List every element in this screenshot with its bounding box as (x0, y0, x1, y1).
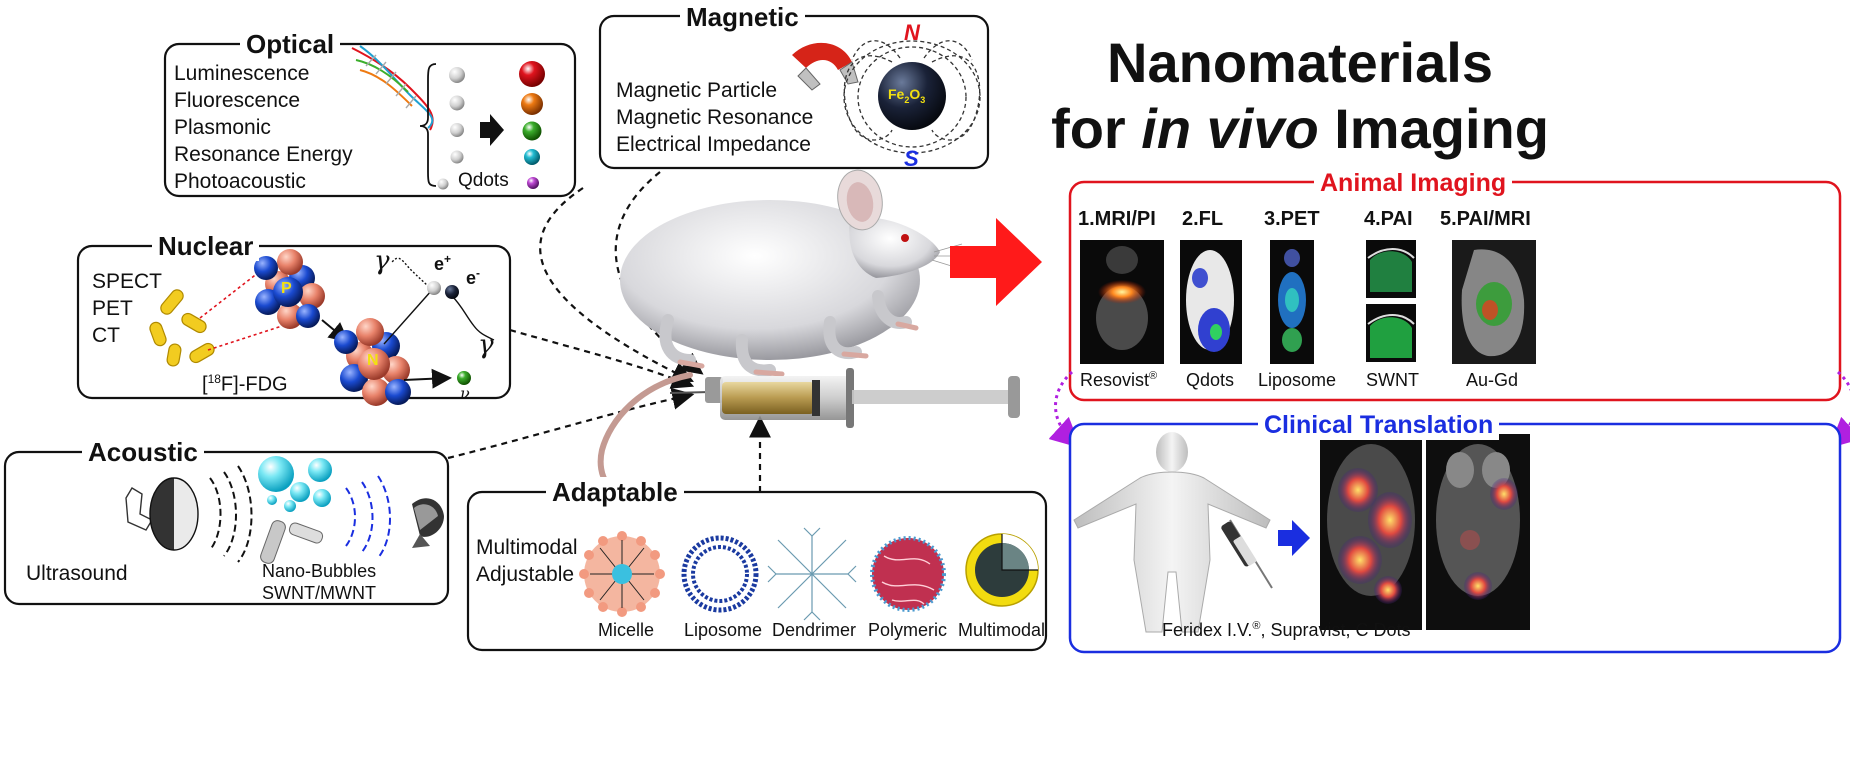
panel-label-3: 3.PET (1264, 208, 1320, 230)
main-title: Nanomaterials for in vivo Imaging (1040, 30, 1560, 162)
human-figure-icon (1073, 432, 1271, 633)
gamma-left: γ (374, 246, 390, 276)
polymeric-icon (870, 536, 946, 612)
fe2o3-label: Fe2O3 (888, 86, 926, 105)
optical-item: Fluorescence (174, 89, 301, 112)
bracket (419, 63, 437, 187)
sound-waves-blue (345, 475, 391, 559)
pellets-icon (149, 289, 215, 367)
optical-item: Plasmonic (174, 116, 271, 139)
ultrasound-probe-icon (125, 477, 199, 551)
nuclear-item: CT (92, 324, 120, 347)
nanotube-icon (260, 520, 324, 564)
panel-label-4: 4.PAI (1364, 208, 1413, 230)
purple-arc-left (1048, 370, 1081, 449)
link-lines (199, 261, 283, 351)
adaptable-desc: Multimodal Adjustable (476, 536, 578, 586)
panel-agent-5: Au-Gd (1466, 370, 1519, 390)
dna-helix-icon (351, 45, 434, 131)
optical-heading: Optical (240, 29, 341, 59)
syringe-illustration (669, 368, 1020, 428)
right-arrow-icon (480, 114, 504, 146)
magnetic-item: Magnetic Particle (616, 79, 778, 102)
acoustic-box (3, 450, 450, 606)
panel-label-2: 2.FL (1182, 208, 1224, 230)
neutrino-label: ν (460, 384, 470, 403)
fdg-label: [18F]-FDG (202, 372, 288, 396)
gamma-right: γ (478, 330, 494, 360)
proton-label: P (281, 280, 292, 297)
panel-agent-3: Liposome (1258, 370, 1337, 390)
positron-emission (383, 257, 495, 345)
title-line2: for in vivo Imaging (1051, 97, 1549, 160)
sound-waves-black (209, 465, 253, 563)
nuclear-item: SPECT (92, 270, 163, 293)
imaging-panels (1080, 240, 1536, 364)
adaptable-heading: Adaptable (546, 477, 684, 507)
clinical-caption: Feridex I.V.®, Supravist, C Dots (1162, 620, 1411, 640)
positron-label: e+ (434, 252, 452, 274)
receiver-icon (412, 498, 444, 548)
clinical-heading: Clinical Translation (1258, 410, 1500, 440)
mouse-illustration (597, 169, 964, 502)
multimodal-icon (965, 533, 1039, 607)
optical-item: Resonance Energy (174, 143, 353, 166)
fe2o3-particle (878, 62, 946, 130)
nuclear-list: SPECT PET CT (92, 268, 162, 349)
type-polymeric: Polymeric (868, 620, 948, 640)
panel-label-1: 1.MRI/PI (1078, 208, 1156, 230)
qdot-dots (519, 61, 545, 189)
type-liposome: Liposome (684, 620, 763, 640)
optical-item: Photoacoustic (174, 170, 306, 193)
positron-particle (427, 281, 441, 295)
title-line1: Nanomaterials (1107, 31, 1493, 94)
electron-particle (445, 285, 459, 299)
acoustic-materials: Nano-Bubbles SWNT/MWNT (262, 561, 377, 603)
panel-agent-4: SWNT (1366, 370, 1419, 390)
silver-dots (437, 67, 465, 190)
optical-list: Luminescence Fluorescence Plasmonic Reso… (174, 60, 353, 195)
optical-item: Luminescence (174, 62, 310, 85)
nucleus-large (334, 318, 411, 406)
field-lines-icon (843, 40, 981, 154)
big-red-arrow (950, 218, 1042, 306)
ultrasound-label: Ultrasound (26, 562, 128, 585)
type-dendrimer: Dendrimer (772, 620, 857, 640)
magnetic-heading: Magnetic (680, 2, 805, 32)
liposome-icon (681, 535, 759, 613)
panel-label-5: 5.PAI/MRI (1440, 208, 1531, 230)
magnetic-list: Magnetic Particle Magnetic Resonance Ele… (616, 77, 813, 158)
purple-arc-right (1829, 370, 1850, 449)
qdots-label: Qdots (458, 170, 509, 191)
nucleus-small (254, 249, 325, 329)
acoustic-heading: Acoustic (82, 437, 204, 467)
neutron-label: N (367, 352, 379, 369)
animal-imaging-heading: Animal Imaging (1314, 168, 1513, 198)
nuclear-heading: Nuclear (152, 231, 260, 261)
pole-south: S (904, 146, 919, 171)
clinical-scans (1320, 434, 1530, 630)
blue-arrow-icon (1278, 520, 1310, 556)
electron-label: e- (466, 266, 481, 288)
panel-agent-2: Qdots (1186, 370, 1235, 390)
type-multimodal: Multimodal (958, 620, 1046, 640)
nano-bubbles-icon (258, 456, 332, 512)
nuclear-item: PET (92, 297, 133, 320)
type-micelle: Micelle (598, 620, 655, 640)
clinical-syringe-icon (1221, 519, 1273, 589)
optical-box (163, 42, 577, 198)
magnetic-item: Magnetic Resonance (616, 106, 814, 129)
magnetic-item: Electrical Impedance (616, 133, 811, 156)
dendrimer-icon (767, 527, 857, 621)
pole-north: N (904, 20, 920, 45)
neutrino-particle (457, 371, 471, 385)
panel-agent-1: Resovist® (1080, 370, 1158, 390)
micelle-icon (579, 531, 665, 617)
